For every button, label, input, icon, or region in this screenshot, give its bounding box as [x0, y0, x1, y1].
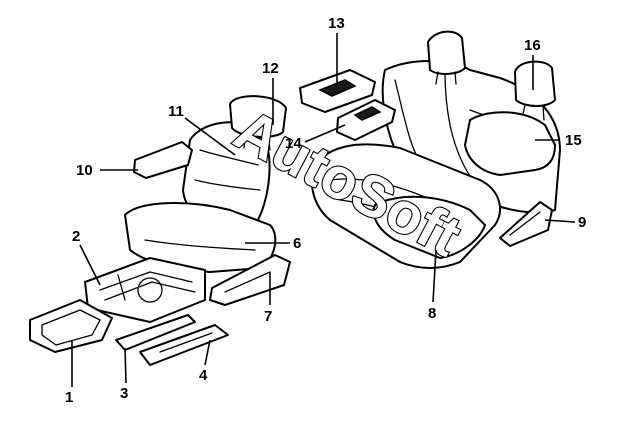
callout-9: 9 — [578, 214, 586, 231]
callout-4: 4 — [199, 367, 208, 384]
storage-tray — [29, 299, 113, 353]
callout-14: 14 — [285, 135, 302, 152]
seat-side-shield — [209, 254, 291, 306]
console-armrest-upper — [299, 69, 376, 113]
callout-12: 12 — [262, 60, 279, 77]
leader-lines — [71, 33, 576, 387]
callout-11: 11 — [168, 103, 184, 120]
rear-backrest-right — [464, 111, 556, 176]
callout-labels: 1 2 3 4 15 6 7 8 9 10 11 12 13 14 16 — [65, 15, 586, 406]
callout-3: 3 — [120, 385, 128, 402]
console-armrest-lower — [336, 99, 396, 141]
callout-1: 1 — [65, 389, 73, 406]
rear-headrest-left — [427, 30, 466, 85]
callout-7: 7 — [264, 308, 272, 325]
seat-rail-right — [139, 324, 229, 366]
callout-13: 13 — [328, 15, 345, 32]
rear-seat-cushion — [310, 143, 501, 269]
callout-2: 2 — [72, 228, 80, 245]
front-armrest — [133, 141, 193, 179]
callout-16: 16 — [524, 37, 541, 54]
callout-6: 6 — [293, 235, 301, 252]
seat-rail-left — [115, 314, 196, 351]
callout-10: 10 — [76, 162, 93, 179]
callout-8: 8 — [428, 305, 436, 322]
front-headrest — [229, 95, 287, 151]
callout-15: 15 — [565, 132, 582, 149]
rear-headrest-right — [514, 60, 556, 121]
